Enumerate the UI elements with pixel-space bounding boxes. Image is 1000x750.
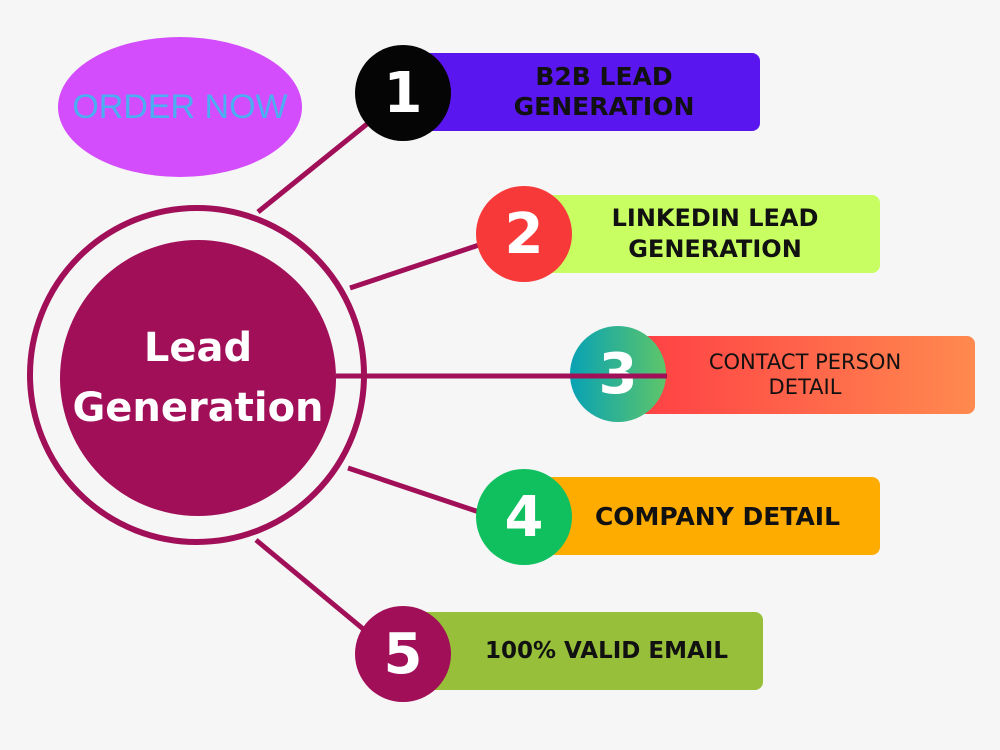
item-4-bar: COMPANY DETAIL	[545, 477, 880, 555]
order-now-button[interactable]: ORDER NOW	[58, 37, 302, 177]
item-1-label: B2B LEAD GENERATION	[513, 62, 695, 121]
connector-4	[347, 465, 483, 516]
connector-5	[254, 538, 370, 635]
center-outer-ring	[27, 205, 367, 545]
item-5-label: 100% VALID EMAIL	[484, 638, 729, 664]
item-3-number-badge: 3	[570, 326, 666, 422]
item-2-bar: LINKEDIN LEAD GENERATION	[540, 195, 880, 273]
item-3-label: CONTACT PERSON DETAIL	[708, 350, 902, 399]
center-hub: Lead Generation	[60, 240, 336, 516]
item-4-label: COMPANY DETAIL	[594, 501, 841, 531]
center-title-line2: Generation	[72, 385, 324, 431]
item-5-number-badge: 5	[355, 606, 451, 702]
item-1-bar: B2B LEAD GENERATION	[418, 53, 760, 131]
connector-2	[349, 240, 486, 291]
item-5-bar: 100% VALID EMAIL	[410, 612, 763, 690]
order-now-label: ORDER NOW	[72, 87, 288, 126]
item-4-number-badge: 4	[476, 469, 572, 565]
item-2-number-badge: 2	[476, 186, 572, 282]
connector-1	[256, 118, 374, 214]
item-3-bar: CONTACT PERSON DETAIL	[615, 336, 975, 414]
center-title-line1: Lead	[143, 325, 253, 371]
item-2-label: LINKEDIN LEAD GENERATION	[611, 204, 819, 263]
item-1-number-badge: 1	[355, 45, 451, 141]
